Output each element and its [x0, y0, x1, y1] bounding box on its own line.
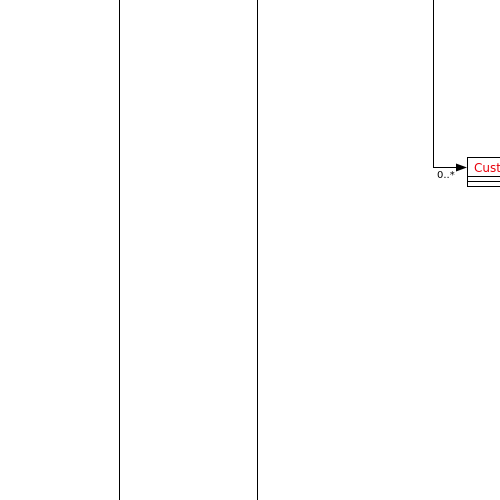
class-attributes-divider	[468, 176, 500, 177]
class-box-customer[interactable]: Custo	[467, 157, 500, 187]
class-operations-divider	[468, 181, 500, 182]
class-name: Custo	[474, 161, 500, 175]
association-arrowhead-icon	[456, 163, 467, 172]
association-connector[interactable]	[433, 0, 459, 168]
association-multiplicity: 0..*	[437, 170, 455, 181]
